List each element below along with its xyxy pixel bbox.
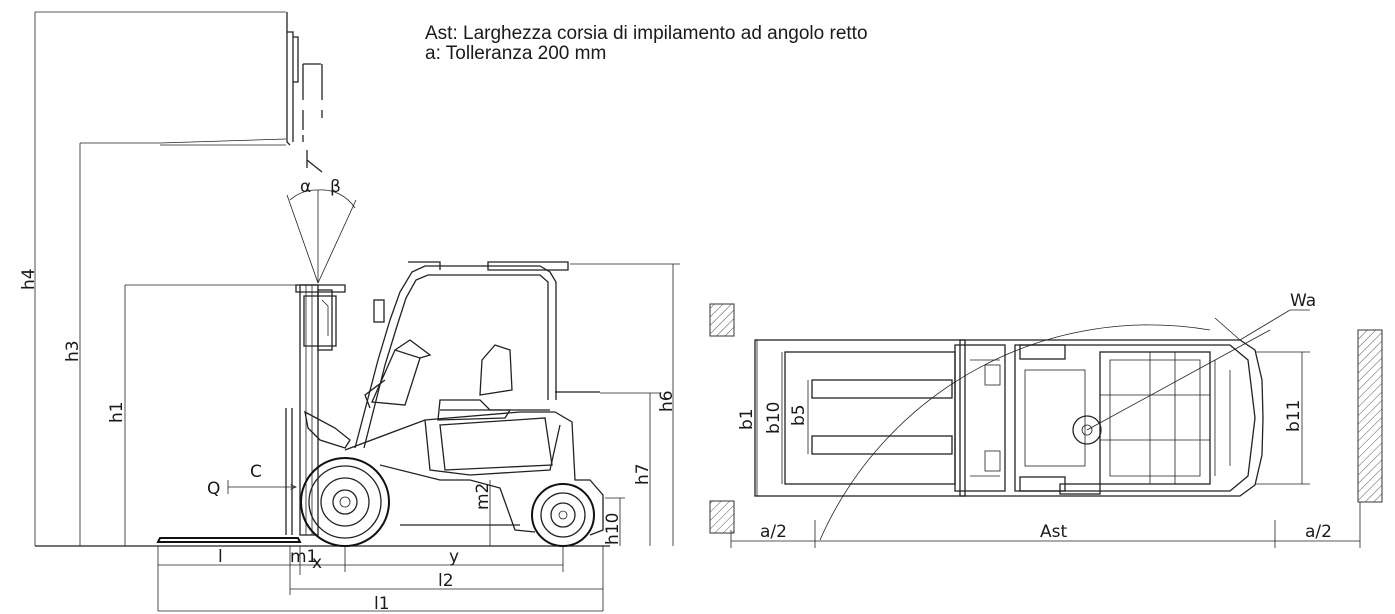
tilt-angle-lines xyxy=(286,189,357,284)
label-h3: h3 xyxy=(63,340,83,362)
steering-and-seat xyxy=(364,339,513,421)
label-Wa: Wa xyxy=(1290,291,1316,311)
overhead-guard xyxy=(354,261,569,449)
truck-top-outline xyxy=(954,339,1264,497)
legend: Ast: Larghezza corsia di impilamento ad … xyxy=(425,24,868,64)
turning-radius xyxy=(819,309,1310,541)
label-y: y xyxy=(449,547,459,567)
dimension-lines xyxy=(34,11,680,612)
rack-top-left xyxy=(709,303,735,337)
pallet-load xyxy=(754,339,966,497)
label-b10: b10 xyxy=(764,402,784,434)
fork xyxy=(156,537,302,543)
label-a2-right: a/2 xyxy=(1305,522,1332,542)
rear-wheel xyxy=(531,483,595,547)
label-l2: l2 xyxy=(438,571,454,591)
truck-body xyxy=(344,391,604,536)
label-C: C xyxy=(250,462,262,482)
legend-ast: Ast: Larghezza corsia di impilamento ad … xyxy=(425,23,868,44)
label-beta: β xyxy=(330,177,341,197)
label-h6: h6 xyxy=(657,390,677,412)
label-m2: m2 xyxy=(473,483,493,510)
label-l: l xyxy=(218,547,223,567)
label-b11: b11 xyxy=(1284,400,1304,432)
label-alpha: α xyxy=(300,177,311,197)
legend-tolerance: a: Tolleranza 200 mm xyxy=(425,43,607,64)
label-h1: h1 xyxy=(107,401,127,423)
tilt-cylinder xyxy=(304,410,351,449)
label-h7: h7 xyxy=(633,463,653,485)
top-dimension-lines xyxy=(730,340,1361,548)
front-wheel xyxy=(300,457,390,547)
label-h4: h4 xyxy=(19,268,39,290)
mast xyxy=(285,284,346,536)
label-Q: Q xyxy=(207,479,220,499)
side-view: h4 h3 h1 h6 h7 m2 h10 α β Q C l m1 x y l… xyxy=(19,11,680,614)
label-b5: b5 xyxy=(789,404,809,426)
label-a2-left: a/2 xyxy=(760,522,787,542)
label-x: x xyxy=(312,553,322,573)
rack-right xyxy=(1357,329,1383,503)
rack-bottom-left xyxy=(709,500,735,534)
label-m1: m1 xyxy=(290,547,317,567)
top-view: Wa b1 b10 b5 b11 a/2 Ast a/2 xyxy=(709,291,1383,548)
label-b1: b1 xyxy=(737,408,757,430)
raised-carriage xyxy=(159,12,323,173)
label-l1: l1 xyxy=(374,594,390,614)
label-Ast: Ast xyxy=(1040,522,1067,542)
label-h10: h10 xyxy=(603,513,623,545)
